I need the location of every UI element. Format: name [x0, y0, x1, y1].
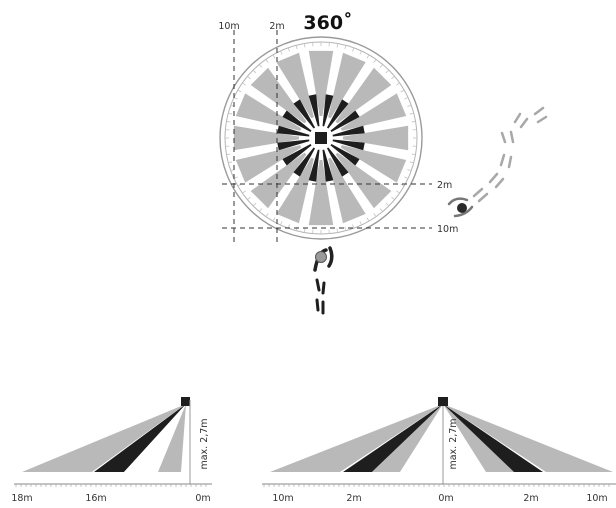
ring-tick	[352, 48, 353, 52]
footprint	[317, 280, 319, 290]
ring-tick	[410, 113, 414, 114]
ring-tick	[253, 70, 256, 73]
ring-tick	[396, 191, 399, 193]
sensor-top-view	[315, 132, 327, 144]
ring-tick	[345, 45, 346, 49]
ring-tick	[234, 177, 238, 179]
ring-tick	[380, 208, 383, 211]
ring-tick	[259, 208, 262, 211]
footprint	[474, 189, 482, 196]
ring-tick	[401, 90, 404, 92]
ring-tick	[228, 162, 232, 163]
ring-tick	[296, 45, 297, 49]
ring-tick	[304, 43, 305, 47]
ring-tick	[304, 229, 305, 233]
ring-tick	[234, 97, 238, 99]
ring-tick	[404, 97, 408, 99]
ring-tick	[242, 83, 245, 85]
ring-tick	[412, 154, 416, 155]
ring-tick	[242, 191, 245, 193]
side-view-right: max. 2,7m 10m 2m 0m 2m 10m	[262, 397, 616, 504]
footprint	[490, 174, 497, 182]
sensor-side-view	[438, 397, 448, 406]
person-arm	[329, 248, 332, 266]
ring-tick	[273, 218, 275, 221]
label-vertical-2m: 2m	[269, 21, 284, 32]
ring-tick	[360, 221, 362, 225]
axis-label: 2m	[523, 493, 538, 504]
ring-tick	[288, 48, 289, 52]
ring-tick	[296, 227, 297, 231]
footprint	[479, 194, 487, 201]
sensor-side-view	[181, 397, 190, 406]
ring-tick	[386, 203, 389, 206]
side-view-left: max. 2,7m 18m 16m 0m	[11, 397, 212, 504]
height-label: max. 2,7m	[448, 418, 459, 469]
label-horizontal-10m: 10m	[437, 224, 458, 235]
ring-tick	[412, 121, 416, 122]
ring-tick	[337, 229, 338, 233]
footprint	[521, 119, 527, 127]
footprint	[515, 114, 520, 122]
footprint	[496, 179, 503, 187]
axis-label: 10m	[586, 493, 607, 504]
axis-label: 18m	[11, 493, 32, 504]
ring-tick	[407, 105, 411, 106]
person-head	[457, 203, 467, 213]
label-horizontal-2m: 2m	[437, 180, 452, 191]
ring-tick	[337, 43, 338, 47]
ring-tick	[247, 197, 250, 200]
ring-tick	[253, 203, 256, 206]
ring-tick	[266, 213, 268, 216]
ring-tick	[407, 169, 411, 170]
footprint	[501, 155, 504, 165]
ring-tick	[228, 113, 232, 114]
ring-tick	[367, 218, 369, 221]
axis-label: 0m	[195, 493, 210, 504]
ring-tick	[396, 83, 399, 85]
ring-tick	[404, 177, 408, 179]
ring-tick	[391, 76, 394, 79]
coverage-title: 360˚	[303, 11, 352, 34]
ring-tick	[380, 64, 383, 67]
ring-tick	[345, 227, 346, 231]
top-view: 10m 2m 360˚ 2m 10m	[218, 11, 546, 313]
footprint	[509, 157, 511, 167]
footprint	[317, 300, 318, 310]
ring-tick	[280, 51, 282, 55]
footprint	[502, 133, 505, 142]
label-vertical-10m: 10m	[218, 21, 239, 32]
person-arm	[449, 199, 467, 204]
person-head	[316, 252, 327, 263]
axis-label: 0m	[438, 493, 453, 504]
ring-tick	[410, 162, 414, 163]
ring-tick	[374, 59, 376, 62]
walking-person-right	[449, 108, 546, 216]
ring-tick	[280, 221, 282, 225]
axis-label: 10m	[272, 493, 293, 504]
height-label: max. 2,7m	[199, 418, 210, 469]
axis-label: 16m	[85, 493, 106, 504]
axis-label: 2m	[346, 493, 361, 504]
ring-tick	[226, 121, 230, 122]
footprint	[535, 108, 543, 114]
ring-tick	[247, 76, 250, 79]
ring-tick	[374, 213, 376, 216]
footprint	[323, 283, 324, 293]
ring-tick	[367, 55, 369, 58]
ring-tick	[266, 59, 268, 62]
ring-tick	[238, 90, 241, 92]
ring-tick	[360, 51, 362, 55]
ring-tick	[259, 64, 262, 67]
walking-person-bottom	[315, 248, 332, 313]
ring-tick	[273, 55, 275, 58]
ring-tick	[226, 154, 230, 155]
ring-tick	[386, 70, 389, 73]
footprint	[511, 132, 513, 142]
ring-tick	[391, 197, 394, 200]
footprint	[538, 117, 546, 122]
